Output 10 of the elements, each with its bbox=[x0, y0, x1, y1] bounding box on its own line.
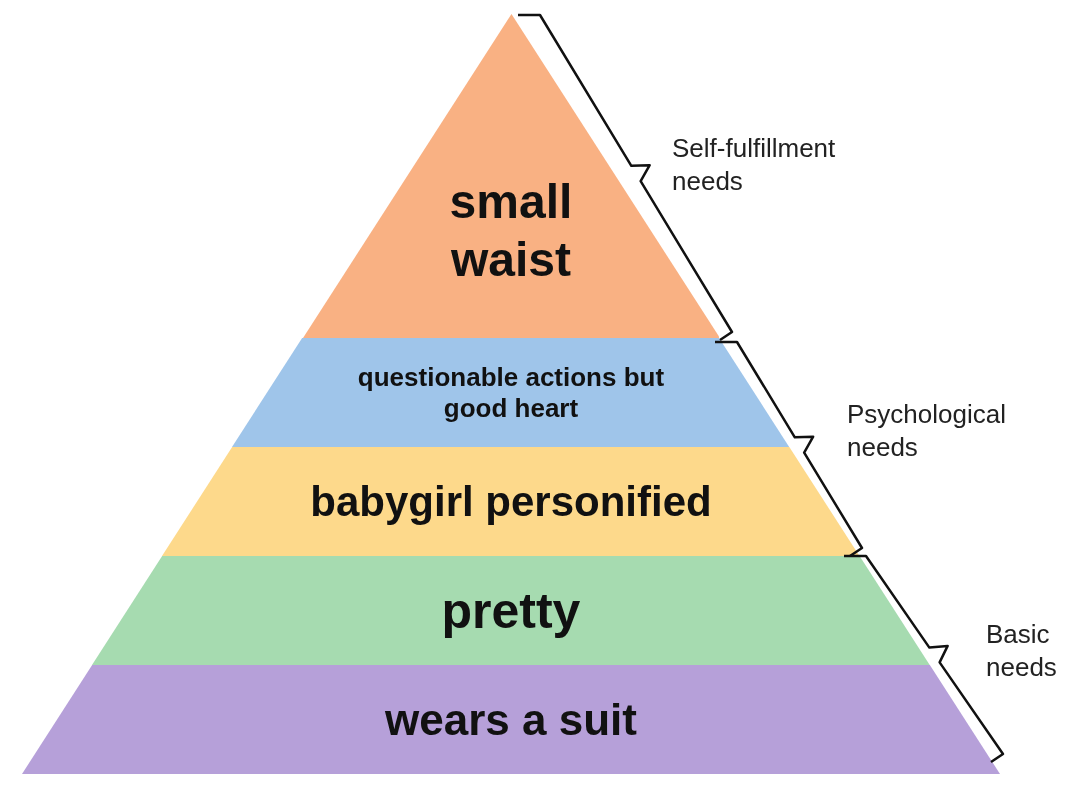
tier-label: small waist bbox=[448, 174, 574, 288]
pyramid-tier bbox=[232, 338, 790, 447]
bracket-label: Basic needs bbox=[986, 618, 1058, 683]
tier-label: pretty bbox=[440, 581, 582, 641]
tier-label: questionable actions but good heart bbox=[356, 361, 666, 424]
bracket-label: Psychological needs bbox=[847, 398, 1007, 463]
bracket-label: Self-fulfillment needs bbox=[672, 132, 837, 197]
tier-label: wears a suit bbox=[384, 693, 638, 746]
tier-label: babygirl personified bbox=[309, 476, 713, 527]
pyramid-tier bbox=[92, 556, 930, 665]
